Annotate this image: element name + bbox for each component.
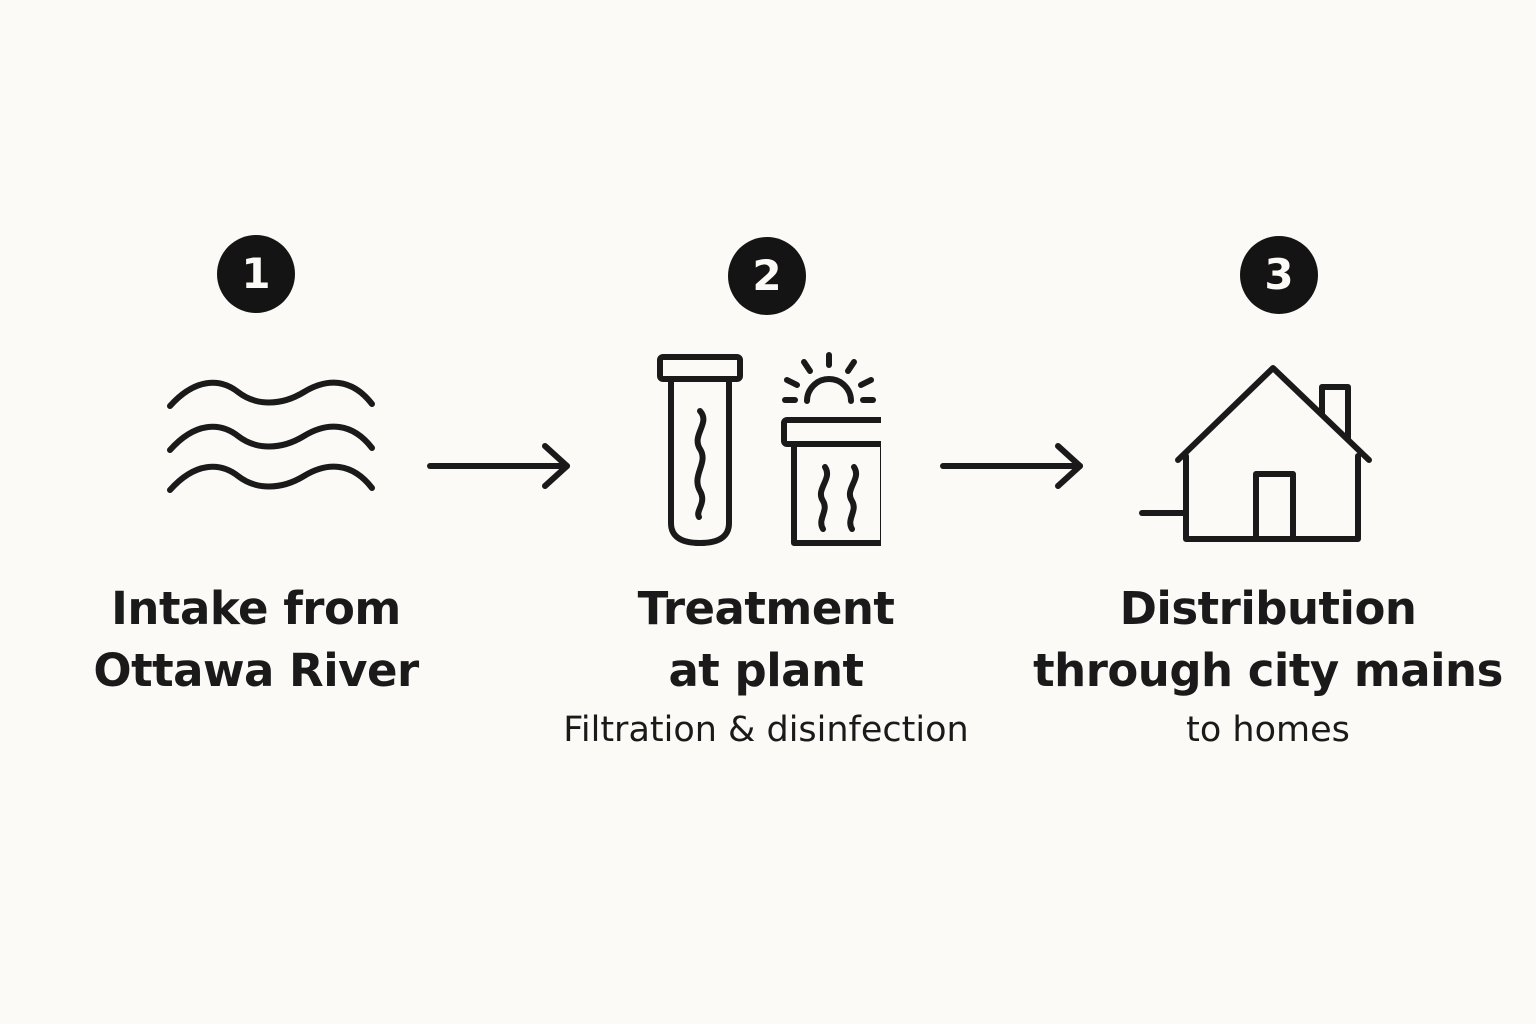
treatment-vessels-icon [657, 352, 881, 546]
water-waves-icon [167, 379, 375, 493]
step-subtitle: Filtration & disinfection [563, 710, 969, 750]
step-number-badge: 3 [1240, 236, 1318, 314]
step-title-line1: Distribution [1119, 582, 1417, 635]
house-icon [1139, 365, 1372, 542]
step-title: Treatment at plant [526, 578, 1006, 702]
step-number-badge: 2 [728, 237, 806, 315]
arrow-right-icon [940, 443, 1083, 489]
step-title-line1: Intake from [111, 582, 401, 635]
step-title: Intake from Ottawa River [16, 578, 496, 702]
step-title-line2: Ottawa River [93, 644, 419, 697]
step-title: Distribution through city mains [1028, 578, 1508, 702]
step-title-line2: at plant [668, 644, 864, 697]
step-title-line1: Treatment [637, 582, 895, 635]
step-number-badge: 1 [217, 235, 295, 313]
arrow-right-icon [427, 443, 570, 489]
step-subtitle: to homes [1186, 710, 1350, 750]
step-title-line2: through city mains [1033, 644, 1503, 697]
